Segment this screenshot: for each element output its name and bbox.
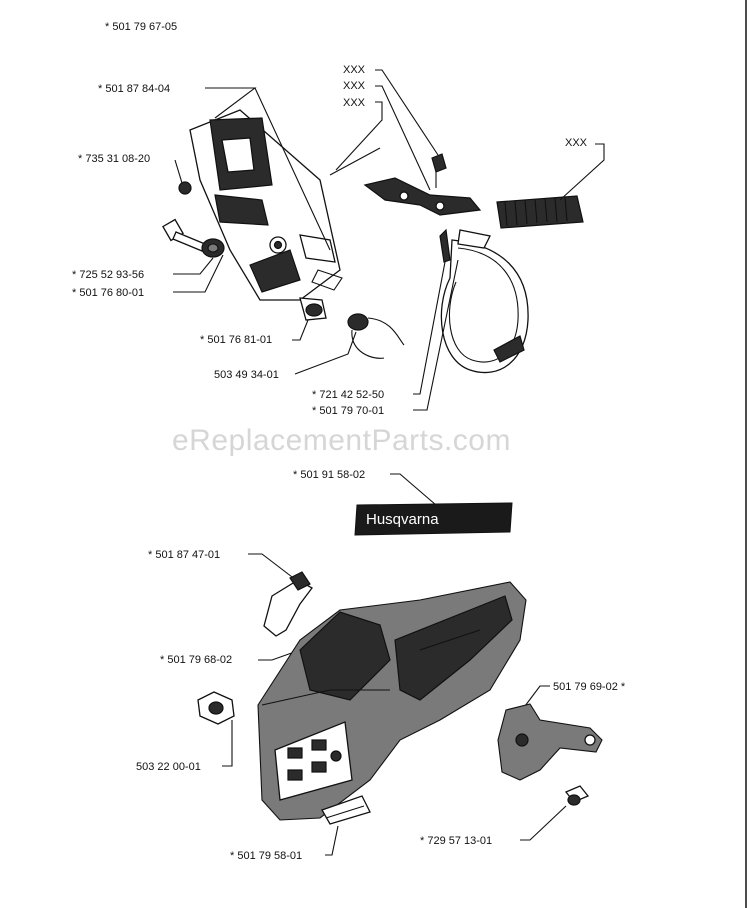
bracket-50179 [497, 703, 603, 781]
leader-spring [294, 331, 357, 375]
label-nut-501768: * 501 76 81-01 [200, 334, 272, 346]
leader-nut [292, 319, 309, 341]
label-guard-50187: * 501 87 47-01 [148, 549, 220, 561]
nut-503220 [197, 691, 235, 725]
label-top-kit: * 501 79 67-05 [105, 21, 177, 33]
label-screw-735: * 735 31 08-20 [78, 153, 150, 165]
label-pad-50179: * 501 79 58-01 [230, 850, 302, 862]
label-cover: * 501 87 84-04 [98, 83, 170, 95]
label-xxx-4: XXX [565, 137, 588, 149]
leader-bracket [524, 685, 550, 707]
label-xxx-2: XXX [343, 80, 366, 92]
leader-housing [258, 649, 301, 661]
bolt-and-washer [162, 218, 225, 258]
leader-screw-735 [174, 159, 183, 184]
screw-735 [178, 181, 192, 195]
leader-plate [390, 473, 437, 506]
label-xxx-3: XXX [343, 97, 366, 109]
label-band-501797: * 501 79 70-01 [312, 405, 384, 417]
leader-band [413, 259, 459, 411]
label-screw-729: * 729 57 13-01 [420, 835, 492, 847]
screw-729 [564, 785, 590, 806]
leader-guard [248, 553, 297, 581]
label-housing-50179: * 501 79 68-02 [160, 654, 232, 666]
label-spring-503: 503 49 34-01 [214, 369, 279, 381]
leader-screw-729 [520, 805, 567, 841]
brake-mechanism [329, 147, 584, 229]
label-bolt-725: * 725 52 93-56 [72, 269, 144, 281]
leader-nut-503 [222, 720, 233, 767]
label-plate-50191: * 501 91 58-02 [293, 469, 365, 481]
chain-brake-cover [189, 109, 343, 301]
brand-plate-text: Husqvarna [366, 511, 439, 528]
pad-50179581 [321, 795, 371, 825]
label-washer-501768: * 501 76 80-01 [72, 287, 144, 299]
brand-plate: Husqvarna [354, 502, 513, 536]
watermark-text: eReplacementParts.com [172, 424, 511, 457]
label-bracket-50179: 501 79 69-02 * [553, 681, 626, 693]
label-xxx-1: XXX [343, 64, 366, 76]
brake-band [439, 228, 529, 374]
clutch-cover-housing [257, 581, 527, 821]
label-nut-503220: 503 22 00-01 [136, 761, 201, 773]
leader-bolt [173, 254, 224, 293]
leader-cover [205, 87, 331, 251]
label-band-721: * 721 42 52-50 [312, 389, 384, 401]
leader-pad [325, 825, 339, 856]
leader-xxx [335, 69, 605, 201]
guard-50187 [263, 571, 313, 637]
spring-503 [347, 313, 405, 359]
nut-501768 [299, 297, 327, 321]
